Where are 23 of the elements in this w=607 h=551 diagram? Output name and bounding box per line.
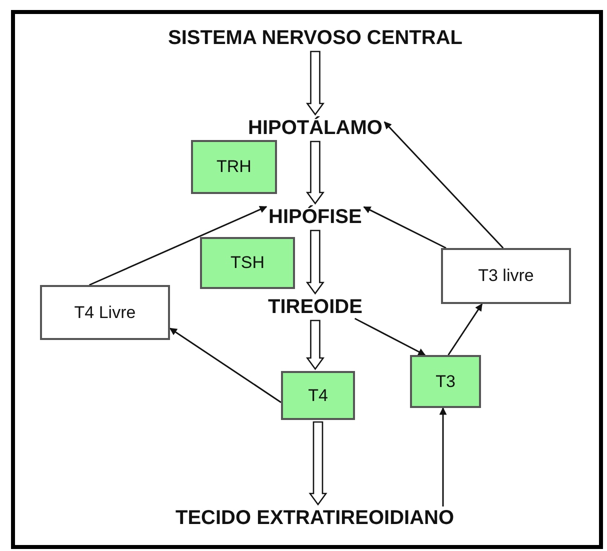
arrow [169,328,282,403]
arrow [448,303,483,356]
hormone-box: T3 [410,355,481,408]
arrow [354,318,426,356]
organ-label: HIPOTÁLAMO [246,116,384,140]
hollow-arrow [306,230,324,295]
organ-label: SISTEMA NERVOSO CENTRAL [166,26,464,50]
organ-label: HIPÓFISE [266,206,364,228]
organ-label: TIREOIDE [266,296,364,318]
arrow [89,206,268,286]
hormone-box: T4 Livre [40,285,170,340]
hollow-arrow [308,421,328,506]
arrow [363,206,446,249]
hollow-arrow [306,50,325,116]
hollow-arrow [306,140,324,205]
hollow-arrow [306,320,324,370]
organ-label: TECIDO EXTRATIREOIDIANO [174,506,456,530]
hormone-box: TRH [191,140,277,194]
arrow [384,121,504,249]
hormone-box: T3 livre [441,248,571,304]
hormone-box: TSH [200,237,295,289]
arrow [439,407,447,506]
hormone-box: T4 [281,371,355,420]
